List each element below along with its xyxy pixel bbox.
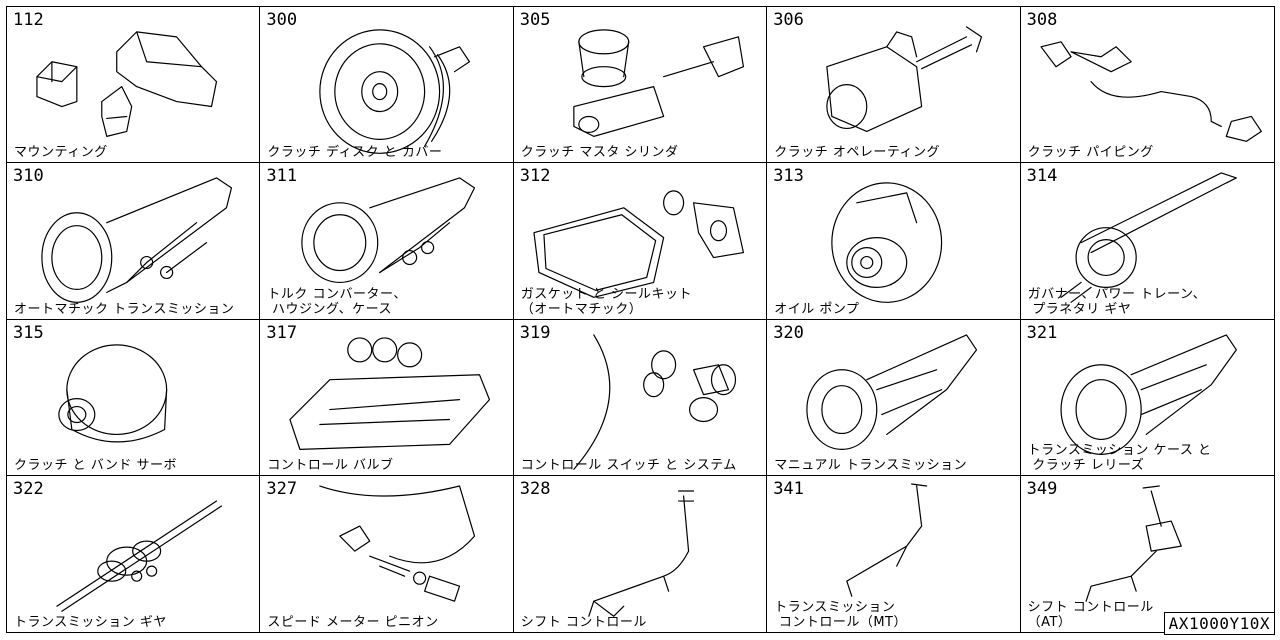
part-label: トランスミッション コントロール（MT） — [774, 600, 907, 630]
control-switch-icon — [573, 333, 736, 470]
page-code: AX1000Y10X — [1163, 612, 1275, 635]
part-label: ガバナー、パワー トレーン、 プラネタリ ギヤ — [1027, 286, 1207, 317]
part-label: クラッチ マスタ シリンダ — [520, 145, 679, 161]
governor-icon — [1060, 172, 1237, 304]
manual-transmission-icon — [806, 333, 978, 450]
part-label: オイル ポンプ — [774, 301, 860, 317]
clutch-disc-icon — [319, 29, 471, 154]
catalog-cell-322[interactable]: 322 トランスミッション ギヤ — [7, 475, 261, 632]
operating-cylinder-icon — [826, 26, 983, 132]
part-code: 306 — [773, 10, 804, 30]
catalog-cell-319[interactable]: 319 コントロール スイッチ と システム — [513, 319, 768, 476]
part-code: 314 — [1026, 166, 1058, 187]
part-code: 341 — [773, 478, 804, 499]
part-label: コントロール バルブ — [267, 457, 394, 473]
catalog-cell-310[interactable]: 310 オートマチック トランスミッション — [7, 163, 261, 320]
part-code: 313 — [773, 166, 804, 187]
auto-transmission-icon — [41, 177, 233, 304]
catalog-cell-300[interactable]: 300 クラッチ ディスク と カバー — [260, 7, 514, 164]
part-code: 327 — [266, 478, 298, 499]
mounting-icon — [36, 31, 218, 137]
part-code: 328 — [519, 478, 551, 499]
catalog-cell-312[interactable]: 312 ガスケット と シールキット （オートマチック） — [513, 163, 768, 320]
part-label: トランスミッション ギヤ — [14, 615, 167, 630]
part-code: 317 — [266, 322, 298, 343]
band-servo-icon — [58, 343, 168, 442]
speedometer-pinion-icon — [319, 485, 476, 602]
part-label: トランスミッション ケース と クラッチ レリーズ — [1027, 442, 1212, 473]
piping-icon — [1040, 41, 1262, 142]
catalog-cell-306[interactable]: 306 クラッチ オペレーティング — [767, 7, 1021, 164]
part-label: クラッチ パイピング — [1027, 145, 1154, 161]
transmission-gear-icon — [56, 500, 223, 612]
part-label: シフト コントロール — [520, 615, 647, 630]
part-code: 322 — [13, 478, 44, 499]
catalog-cell-305[interactable]: 305 クラッチ マスタ シリンダ — [513, 7, 768, 164]
part-label: トルク コンバーター、 ハウジング、ケース — [267, 286, 407, 317]
gasket-icon — [533, 190, 744, 299]
part-code: 349 — [1026, 478, 1058, 499]
catalog-cell-321[interactable]: 321 トランスミッション ケース と クラッチ レリーズ — [1020, 319, 1274, 476]
catalog-cell-314[interactable]: 314 ガバナー、パワー トレーン、 プラネタリ ギヤ — [1020, 163, 1274, 320]
part-label: マニュアル トランスミッション — [774, 457, 968, 473]
part-label: ガスケット と シールキット （オートマチック） — [520, 286, 693, 317]
part-label: クラッチ オペレーティング — [774, 145, 941, 161]
catalog-cell-311[interactable]: 311 トルク コンバーター、 ハウジング、ケース — [260, 163, 514, 320]
part-label: マウンティング — [14, 145, 108, 161]
parts-catalog-grid: 112 マウンティング 300 クラッチ ディスク と カバー 305 クラッチ マスタ … — [6, 6, 1275, 633]
catalog-cell-112[interactable]: 112 マウンティング — [7, 7, 261, 164]
part-label: クラッチ と バンド サーボ — [14, 457, 178, 473]
catalog-cell-349[interactable]: 349 シフト コントロール （AT） — [1020, 475, 1274, 632]
part-code: 311 — [266, 166, 298, 187]
catalog-cell-328[interactable]: 328 シフト コントロール — [513, 475, 768, 632]
oil-pump-icon — [831, 182, 943, 304]
part-code: 319 — [519, 322, 551, 343]
control-valve-icon — [289, 336, 491, 450]
catalog-cell-313[interactable]: 313 オイル ポンプ — [767, 163, 1021, 320]
torque-converter-icon — [301, 177, 476, 284]
part-code: 321 — [1026, 322, 1058, 343]
at-shift-control-icon — [1085, 485, 1182, 602]
part-code: 308 — [1026, 10, 1058, 30]
catalog-cell-320[interactable]: 320 マニュアル トランスミッション — [767, 319, 1021, 476]
part-label: クラッチ ディスク と カバー — [267, 145, 443, 161]
part-code: 320 — [773, 322, 804, 343]
transmission-case-icon — [1060, 333, 1237, 455]
master-cylinder-icon — [573, 29, 744, 137]
catalog-cell-315[interactable]: 315 クラッチ と バンド サーボ — [7, 319, 261, 476]
part-code: 112 — [13, 10, 44, 30]
part-code: 312 — [519, 166, 551, 187]
catalog-cell-327[interactable]: 327 スピード メーター ピニオン — [260, 475, 514, 632]
part-code: 310 — [13, 166, 44, 187]
catalog-cell-308[interactable]: 308 クラッチ パイピング — [1020, 7, 1274, 164]
catalog-cell-341[interactable]: 341 トランスミッション コントロール（MT） — [767, 475, 1021, 632]
part-label: コントロール スイッチ と システム — [520, 457, 737, 473]
part-code: 300 — [266, 10, 298, 30]
part-code: 305 — [519, 10, 551, 30]
part-label: オートマチック トランスミッション — [14, 301, 235, 317]
catalog-cell-317[interactable]: 317 コントロール バルブ — [260, 319, 514, 476]
mt-control-icon — [846, 483, 928, 597]
part-code: 315 — [13, 322, 44, 343]
part-label: シフト コントロール （AT） — [1027, 600, 1154, 630]
part-label: スピード メーター ピニオン — [267, 615, 439, 630]
shift-control-icon — [588, 490, 694, 617]
